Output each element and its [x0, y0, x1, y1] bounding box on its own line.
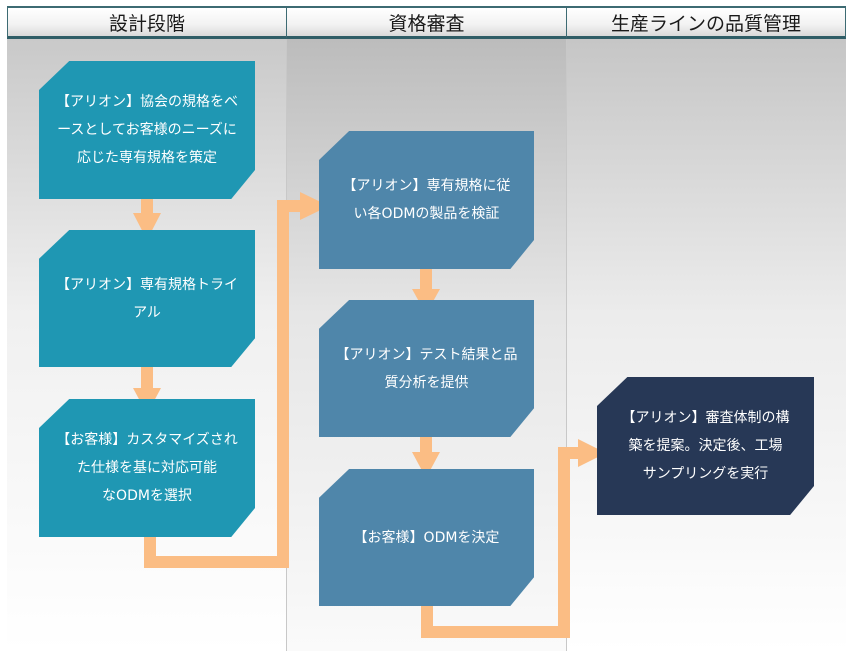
lane-header-production: 生産ラインの品質管理 — [566, 6, 846, 39]
step-text: 【アリオン】専有規格トライ アル — [56, 276, 238, 321]
step-text: 【アリオン】テスト結果と品 質分析を提供 — [335, 346, 518, 391]
step-verify-odm-products: 【アリオン】専有規格に従 い各ODMの製品を検証 — [319, 131, 534, 269]
step-define-proprietary-spec: 【アリオン】協会の規格をベ ースとしてお客様のニーズに 応じた専有規格を策定 — [39, 61, 255, 199]
connector-shaft — [558, 447, 570, 638]
arrowhead — [300, 192, 329, 220]
lane-header-qualification: 資格審査 — [286, 6, 567, 39]
connector-shaft — [558, 447, 580, 459]
arrowhead — [412, 452, 440, 478]
step-select-odm: 【お客様】カスタマイズされ た仕様を基に対応可能 なODMを選択 — [39, 399, 255, 537]
step-text: 【アリオン】専有規格に従 い各ODMの製品を検証 — [342, 178, 511, 222]
connector-shaft — [144, 556, 289, 568]
step-provide-test-results: 【アリオン】テスト結果と品 質分析を提供 — [319, 300, 534, 437]
lane-divider — [566, 6, 567, 651]
step-text: 【お客様】カスタマイズされ た仕様を基に対応可能 なODMを選択 — [56, 432, 238, 504]
step-text: 【アリオン】協会の規格をベ ースとしてお客様のニーズに 応じた専有規格を策定 — [56, 94, 238, 166]
connector-shaft — [421, 626, 570, 638]
step-decide-odm: 【お客様】ODMを決定 — [319, 469, 534, 606]
arrowhead — [133, 213, 161, 240]
connector-shaft — [277, 200, 302, 212]
lane-header-design: 設計段階 — [7, 6, 287, 39]
step-text: 【アリオン】審査体制の構 築を提案。決定後、工場 サンプリングを実行 — [621, 410, 790, 482]
step-text: 【お客様】ODMを決定 — [353, 529, 500, 546]
step-audit-system-sampling: 【アリオン】審査体制の構 築を提案。決定後、工場 サンプリングを実行 — [597, 377, 814, 515]
lane-production-background — [567, 39, 846, 651]
step-spec-trial: 【アリオン】専有規格トライ アル — [39, 230, 255, 367]
connector-shaft — [277, 200, 289, 568]
arrowhead — [578, 439, 606, 467]
